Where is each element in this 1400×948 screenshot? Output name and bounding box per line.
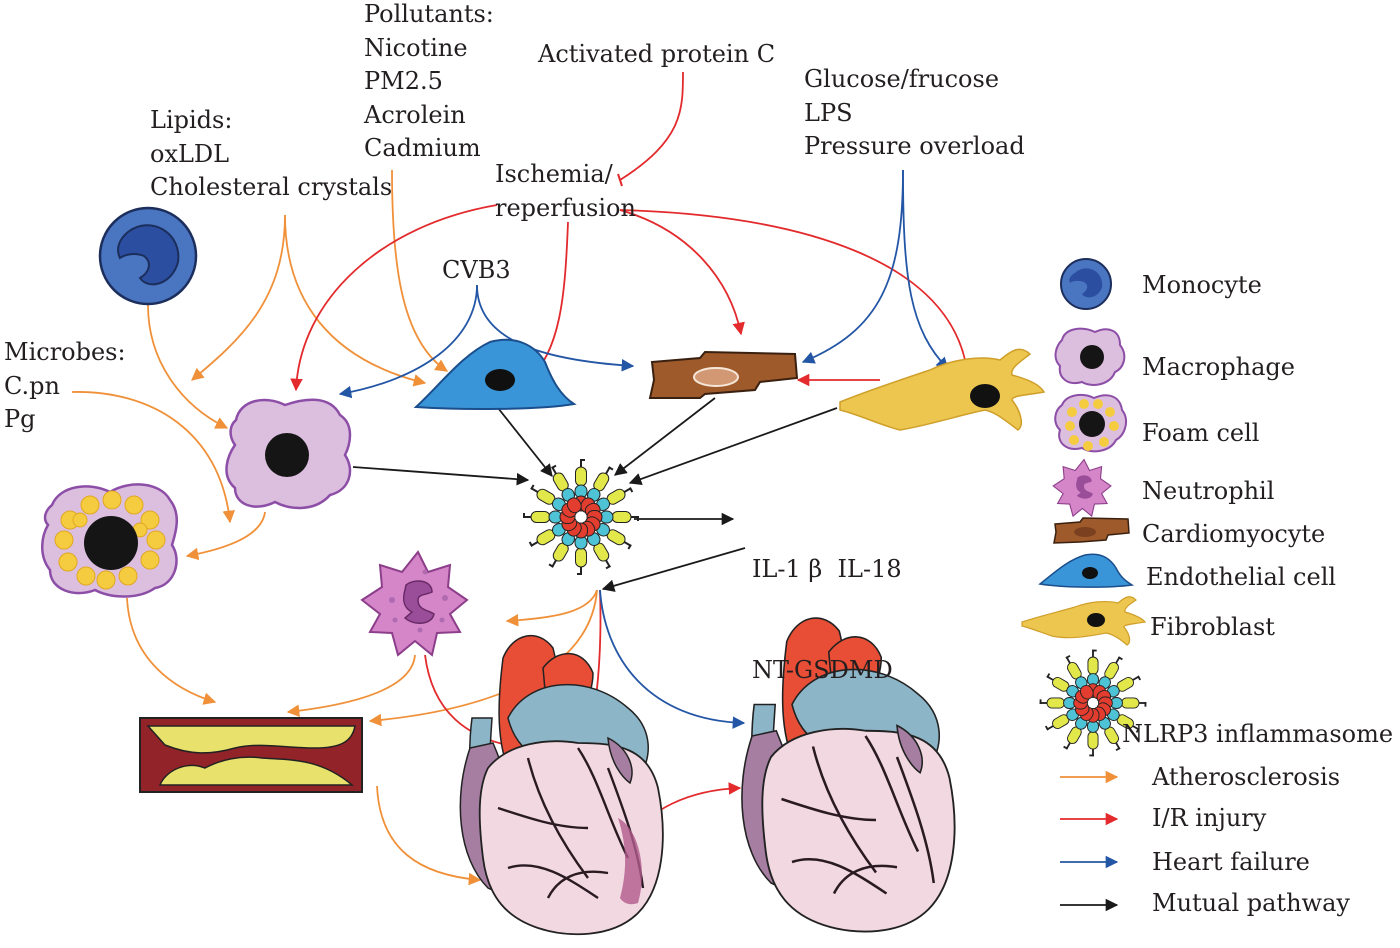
legend-label-ir-injury: I/R injury (1152, 804, 1267, 832)
endothelial-cell-icon (413, 338, 577, 410)
neutrophil-to-artery-arrow (286, 654, 416, 717)
ir-to-macrophage-arrow (290, 204, 498, 392)
legend-neutrophil-icon (1052, 458, 1112, 518)
legend-fibroblast-icon (1021, 596, 1147, 646)
legend-macrophage-icon (1054, 327, 1126, 386)
legend-label-nlrp3-inflammasome: NLRP3 inflammasome (1122, 720, 1394, 748)
artery-plaque-icon (139, 717, 363, 793)
legend-cardiomyocyte-icon (1053, 517, 1130, 544)
legend-monocyte-icon (1060, 258, 1112, 310)
monocyte-icon (98, 206, 198, 306)
legend-label-heart-failure: Heart failure (1152, 848, 1310, 876)
legend-label-neutrophil: Neutrophil (1142, 477, 1275, 505)
lipids-to-macrophage-arrow (191, 214, 286, 381)
lipids-to-endothelial-arrow (284, 214, 427, 387)
legend-label-macrophage: Macrophage (1142, 353, 1295, 381)
microbes-to-macrophage-arrow (71, 391, 236, 524)
glucose-to-cardiomyocyte-arrow (801, 169, 904, 364)
legend-label-monocyte: Monocyte (1142, 271, 1262, 299)
cytokines-label: IL-1 β IL-18 NT-GSDMD (752, 555, 902, 684)
legend-endothelial-cell-icon (1038, 553, 1135, 588)
endothelial-to-inflammasome-arrow (497, 407, 553, 477)
cvb3-to-macrophage-arrow (338, 284, 478, 399)
cvb3-label: CVB3 (442, 256, 511, 284)
monocyte-to-macrophage-arrow (147, 304, 229, 429)
pollutants-label: Pollutants: Nicotine PM2.5 Acrolein Cadm… (364, 0, 494, 162)
artery-to-heart-arrow (376, 785, 482, 886)
legend-label-endothelial-cell: Endothelial cell (1146, 563, 1337, 591)
cytokines-to-inflammasome-arrow (601, 547, 746, 592)
foam-cell-icon (41, 483, 178, 598)
nlrp3-inflammasome-icon (523, 459, 639, 575)
inflammasome-to-neutrophil-arrow (505, 589, 598, 627)
legend-label-atherosclerosis: Atherosclerosis (1152, 763, 1341, 791)
inflammasome-to-failing-heart-arrow (599, 589, 746, 729)
legend-label-foam-cell: Foam cell (1142, 419, 1260, 447)
fibroblast-to-inflammasome-arrow (628, 407, 838, 486)
fibroblast-icon (839, 348, 1046, 431)
legend-label-fibroblast: Fibroblast (1150, 613, 1275, 641)
neutrophil-icon (360, 550, 469, 657)
legend-label-cardiomyocyte: Cardiomyocyte (1142, 520, 1326, 548)
glucose-to-fibroblast-arrow (902, 169, 949, 370)
legend-foam-cell-icon (1054, 393, 1127, 453)
glucose-lps-pressure-label: Glucose/frucose LPS Pressure overload (804, 65, 1025, 160)
legend-label-mutual-pathway: Mutual pathway (1152, 889, 1350, 917)
heart-icon (459, 634, 665, 936)
pollutants-to-endothelial-arrow (391, 169, 449, 372)
apc-inhibition-arrow (619, 71, 684, 181)
ir-to-cardiomyocyte-arrow (619, 209, 745, 336)
microbes-label: Microbes: C.pn Pg (4, 338, 126, 433)
activated-protein-c-label: Activated protein C (538, 40, 776, 68)
macrophage-to-foam-cell-arrow (185, 511, 266, 561)
cardiomyocyte-icon (648, 350, 799, 399)
ischemia-reperfusion-label: Ischemia/ reperfusion (495, 160, 636, 222)
macrophage-icon (225, 398, 352, 510)
lipids-label: Lipids: oxLDL Cholesteral crystals (150, 106, 393, 201)
ir-to-fibroblast-arrow (619, 209, 972, 372)
cardiomyocyte-to-inflammasome-arrow (614, 397, 716, 476)
macrophage-to-inflammasome-arrow (352, 466, 530, 486)
foam-cell-to-artery-arrow (126, 597, 217, 705)
